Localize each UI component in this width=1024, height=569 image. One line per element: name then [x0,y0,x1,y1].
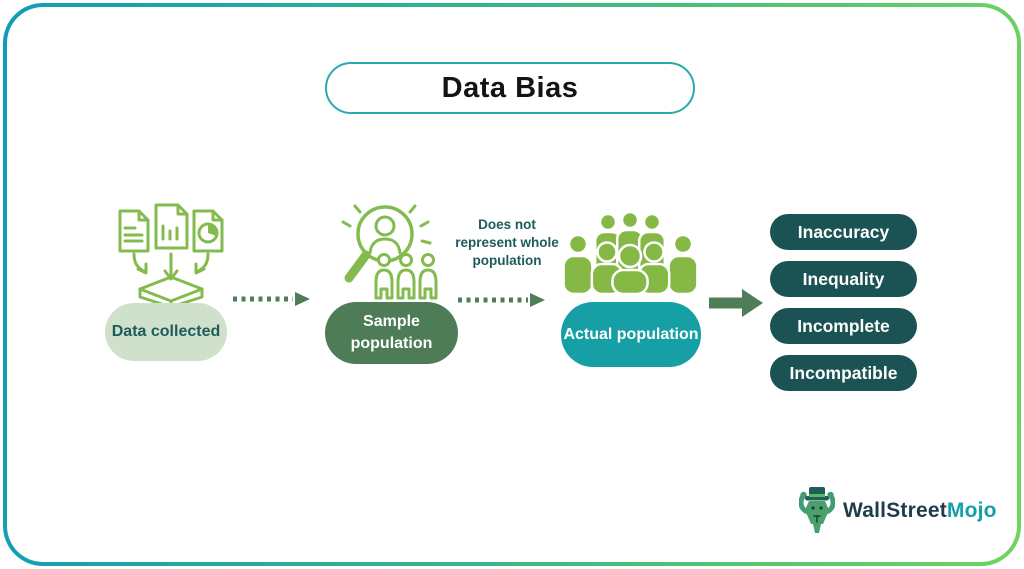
title-box: Data Bias [325,62,695,114]
outcome-label: Inaccuracy [797,221,890,242]
outcome-label: Incompatible [789,362,898,383]
outcome-pill: Incompatible [770,355,917,391]
crowd-icon [563,212,699,296]
step-data-collected-pill: Data collected [105,303,227,361]
step-sample-population-pill: Sample population [325,302,458,364]
step-label: Data collected [111,323,221,341]
outcome-pill: Incomplete [770,308,917,344]
bull-mascot-icon [799,487,835,533]
outcome-pill: Inequality [770,261,917,297]
outcome-label: Inequality [802,268,885,289]
brand-name: WallStreetMojo [843,499,997,523]
step-label: Sample population [350,313,433,352]
connector-note: Does not represent whole population [455,217,559,268]
dotted-arrow-icon [458,293,545,307]
arrow-right-icon [709,289,763,317]
step-label: Actual population [563,325,699,343]
page-title: Data Bias [441,71,579,104]
brand-name-primary: WallStreet [843,499,947,522]
brand-name-accent: Mojo [946,499,997,522]
documents-collection-icon [118,203,224,309]
outcome-pill: Inaccuracy [770,214,917,250]
brand-logo: WallStreetMojo [799,486,997,536]
dotted-arrow-icon [233,292,310,306]
step-actual-population-pill: Actual population [561,302,701,367]
outcome-label: Incomplete [797,315,890,336]
magnifier-sample-icon [341,204,438,300]
